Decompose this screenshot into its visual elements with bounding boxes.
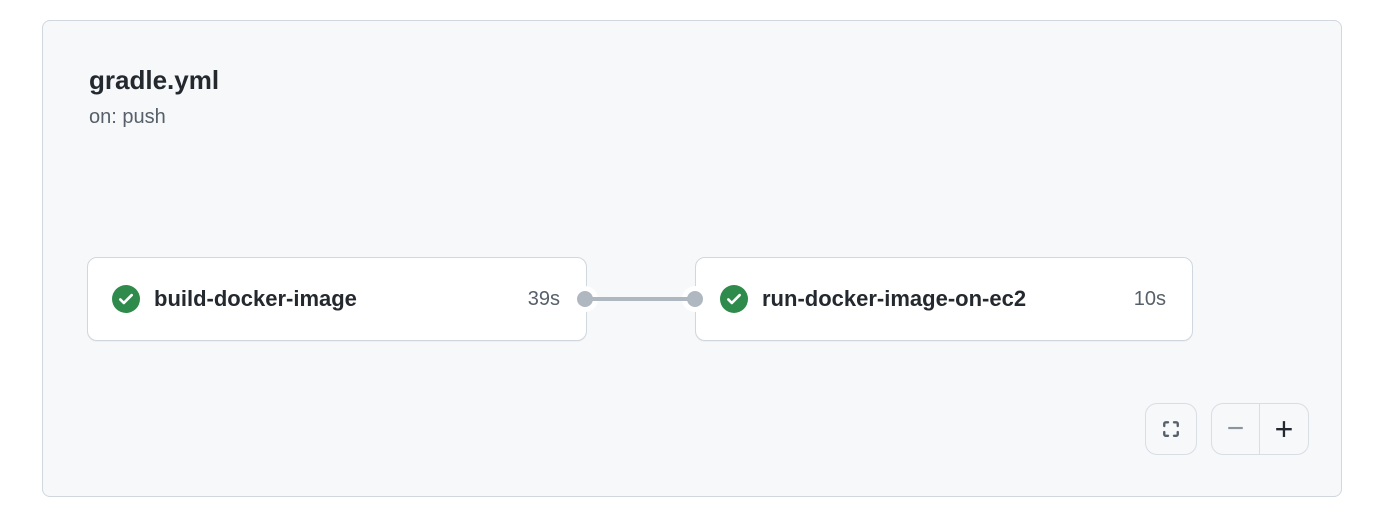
zoom-out-button[interactable]: − <box>1212 404 1261 454</box>
zoom-in-label: + <box>1274 411 1294 447</box>
workflow-trigger: on: push <box>89 106 166 128</box>
zoom-in-button[interactable]: + <box>1260 404 1308 454</box>
check-circle-icon <box>720 285 748 313</box>
graph-controls: − + <box>1145 403 1309 455</box>
workflow-title: gradle.yml <box>89 65 220 95</box>
workflow-graph: build-docker-image 39s run-docker-image-… <box>43 21 1341 496</box>
connector-dot-right <box>687 291 703 307</box>
workflow-header: gradle.yml on: push <box>89 63 219 131</box>
check-circle-icon <box>112 285 140 313</box>
job-name: run-docker-image-on-ec2 <box>762 286 1027 311</box>
job-node-run-docker-image-on-ec2[interactable]: run-docker-image-on-ec2 10s <box>695 257 1193 341</box>
job-node-build-docker-image[interactable]: build-docker-image 39s <box>87 257 587 341</box>
workflow-graph-card: gradle.yml on: push build-docker-image 3… <box>42 20 1342 497</box>
zoom-button-group: − + <box>1211 403 1309 455</box>
job-name: build-docker-image <box>154 286 357 311</box>
job-duration: 10s <box>1133 287 1166 310</box>
job-connector-line <box>585 297 695 301</box>
zoom-out-label: − <box>1226 412 1245 445</box>
job-duration: 39s <box>527 287 560 310</box>
fullscreen-button[interactable] <box>1145 403 1197 455</box>
fullscreen-icon <box>1163 421 1179 437</box>
connector-dot-left <box>577 291 593 307</box>
